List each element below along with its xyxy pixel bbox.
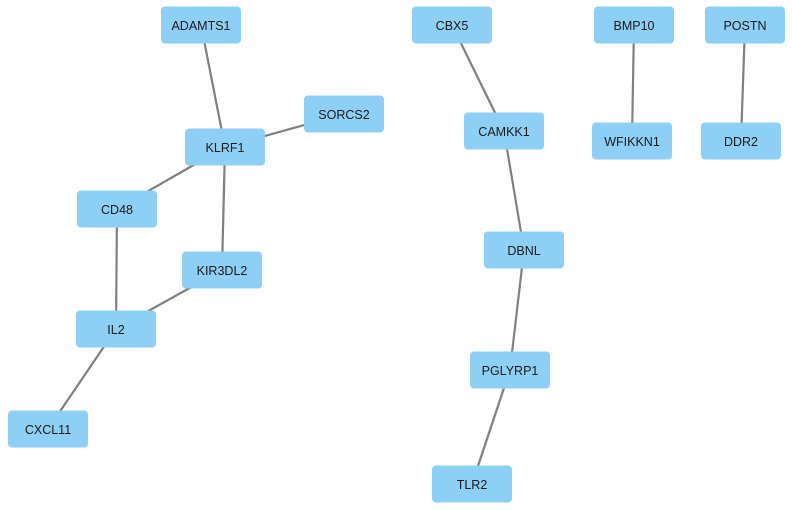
node-box[interactable] bbox=[304, 95, 384, 133]
node-box[interactable] bbox=[412, 6, 492, 44]
node-box[interactable] bbox=[594, 6, 674, 44]
node-label: CAMKK1 bbox=[478, 125, 529, 139]
node-box[interactable] bbox=[185, 128, 265, 166]
node-box[interactable] bbox=[470, 351, 550, 389]
edge-camkk1-dbnl bbox=[502, 129, 526, 252]
node-box[interactable] bbox=[161, 6, 241, 44]
node-cbx5[interactable]: CBX5 bbox=[412, 6, 492, 44]
edge-postn-ddr2 bbox=[739, 23, 747, 143]
node-sorcs2[interactable]: SORCS2 bbox=[304, 95, 384, 133]
node-label: TLR2 bbox=[457, 478, 488, 492]
node-box[interactable] bbox=[432, 465, 512, 503]
edge-bmp10-wfikkn1 bbox=[630, 23, 636, 143]
node-label: PGLYRP1 bbox=[482, 364, 539, 378]
node-dbnl[interactable]: DBNL bbox=[484, 231, 564, 269]
node-label: BMP10 bbox=[614, 19, 655, 33]
edge-dbnl-pglyrp1 bbox=[508, 248, 526, 372]
edge-adamts1-klrf1 bbox=[199, 23, 227, 149]
node-label: POSTN bbox=[723, 19, 766, 33]
node-box[interactable] bbox=[76, 310, 156, 348]
node-box[interactable] bbox=[182, 251, 262, 289]
node-label: ADAMTS1 bbox=[171, 19, 230, 33]
node-label: KIR3DL2 bbox=[197, 264, 248, 278]
node-box[interactable] bbox=[701, 122, 781, 160]
node-label: CXCL11 bbox=[25, 423, 71, 437]
node-cxcl11[interactable]: CXCL11 bbox=[8, 410, 88, 448]
node-label: DBNL bbox=[507, 244, 540, 258]
node-label: WFIKKN1 bbox=[604, 135, 660, 149]
node-wfikkn1[interactable]: WFIKKN1 bbox=[592, 122, 672, 160]
node-box[interactable] bbox=[77, 190, 157, 228]
node-postn[interactable]: POSTN bbox=[705, 6, 785, 44]
node-cd48[interactable]: CD48 bbox=[77, 190, 157, 228]
node-label: DDR2 bbox=[724, 135, 758, 149]
node-il2[interactable]: IL2 bbox=[76, 310, 156, 348]
node-label: CBX5 bbox=[436, 19, 469, 33]
node-kir3dl2[interactable]: KIR3DL2 bbox=[182, 251, 262, 289]
node-label: CD48 bbox=[101, 203, 133, 217]
node-pglyrp1[interactable]: PGLYRP1 bbox=[470, 351, 550, 389]
node-tlr2[interactable]: TLR2 bbox=[432, 465, 512, 503]
edge-layer bbox=[46, 23, 747, 486]
node-box[interactable] bbox=[464, 112, 544, 150]
node-label: KLRF1 bbox=[206, 141, 245, 155]
edge-pglyrp1-tlr2 bbox=[470, 368, 512, 486]
node-bmp10[interactable]: BMP10 bbox=[594, 6, 674, 44]
node-adamts1[interactable]: ADAMTS1 bbox=[161, 6, 241, 44]
node-klrf1[interactable]: KLRF1 bbox=[185, 128, 265, 166]
edge-cd48-il2 bbox=[114, 207, 119, 331]
edge-klrf1-kir3dl2 bbox=[220, 145, 227, 272]
node-box[interactable] bbox=[705, 6, 785, 44]
node-camkk1[interactable]: CAMKK1 bbox=[464, 112, 544, 150]
node-label: SORCS2 bbox=[318, 108, 369, 122]
node-ddr2[interactable]: DDR2 bbox=[701, 122, 781, 160]
node-box[interactable] bbox=[592, 122, 672, 160]
node-label: IL2 bbox=[107, 323, 124, 337]
node-box[interactable] bbox=[484, 231, 564, 269]
node-box[interactable] bbox=[8, 410, 88, 448]
